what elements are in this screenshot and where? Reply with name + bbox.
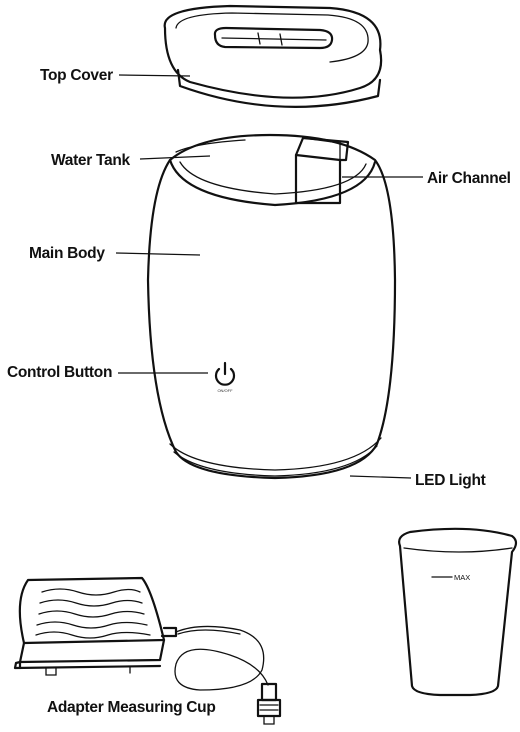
leader-top-cover — [118, 74, 191, 77]
label-top-cover: Top Cover — [40, 67, 113, 84]
leader-main-body — [115, 252, 201, 256]
leader-water-tank — [139, 155, 211, 160]
label-control-button: Control Button — [7, 364, 112, 381]
button-caption: ON/OFF — [217, 388, 233, 393]
leader-led-light — [349, 475, 412, 479]
label-air-channel: Air Channel — [427, 170, 511, 187]
label-max: MAX — [454, 573, 470, 582]
label-led-light: LED Light — [415, 472, 486, 489]
label-main-body: Main Body — [29, 245, 105, 262]
air-channel — [294, 136, 350, 205]
adapter — [13, 576, 282, 725]
measuring-cup — [398, 527, 518, 697]
top-cover — [163, 4, 383, 108]
power-icon[interactable] — [214, 361, 236, 386]
label-adapter-measuring-cup: Adapter Measuring Cup — [47, 699, 216, 716]
main-body — [146, 133, 397, 480]
label-water-tank: Water Tank — [51, 152, 131, 169]
